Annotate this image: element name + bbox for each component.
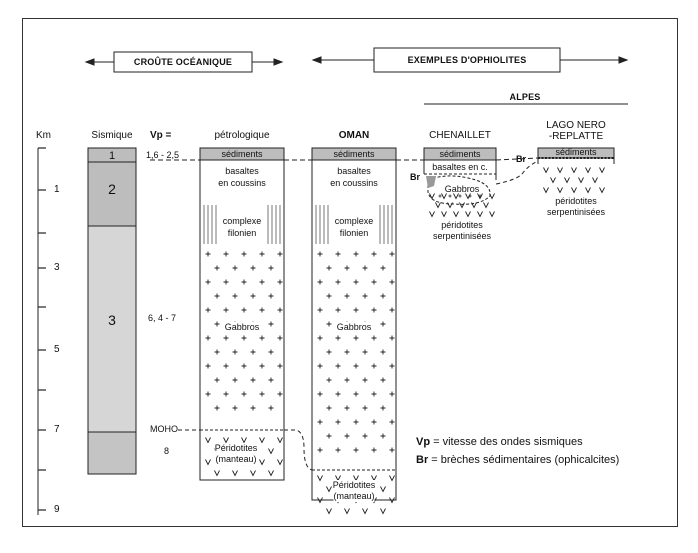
oman-sediment-band [311, 147, 397, 161]
chenaillet-breccia-patch [426, 176, 436, 188]
oman-peridotites-label: Péridotites [332, 480, 376, 491]
chenaillet-serp-label-2: serpentinisées [432, 231, 492, 241]
petro-peridotites-label: Péridotites [214, 443, 258, 454]
vp-layer1-value: 1,6 - 2,5 [146, 150, 180, 160]
oman-dykes-label-1: complexe [334, 216, 374, 226]
ophiolite-arrowhead-right [618, 56, 629, 64]
lago-nero-header-2: -REPLATTE [548, 131, 604, 142]
chenaillet-gabbro-lens [427, 175, 491, 205]
seismic-header: Sismique [91, 130, 133, 141]
seismic-layer-3-label: 3 [108, 312, 116, 328]
oceanic-arrowhead-left [84, 58, 95, 66]
chenaillet-br-label: Br [410, 172, 421, 182]
petro-basalts-label-2: en coussins [218, 178, 266, 188]
seismic-layer-2-label: 2 [108, 181, 116, 197]
petro-dykes-label-2: filonien [227, 228, 257, 238]
depth-label-3: 3 [54, 262, 60, 273]
depth-major-ticks [38, 147, 46, 511]
oman-header: OMAN [338, 130, 370, 141]
petro-dyke-hatch [203, 205, 281, 244]
chenaillet-peridotite-pattern [429, 193, 495, 218]
ophiolite-arrowhead-left [311, 56, 322, 64]
legend-br-text: = brèches sédimentaires (ophicalcites) [428, 454, 620, 466]
lago-serp-label-1: péridotites [555, 196, 597, 206]
diagram-frame [22, 18, 678, 527]
petro-sediment-band [199, 147, 285, 161]
oman-gabbro-pattern [317, 251, 395, 453]
petro-sediments-label: sédiments [221, 149, 263, 159]
legend-vp-text: = vitesse des ondes sismiques [430, 436, 583, 448]
vp-mantle-value: 8 [164, 446, 170, 456]
moho-label: MOHO [150, 424, 178, 434]
oman-dyke-hatch [315, 205, 393, 244]
oman-gabbros-label: Gabbros [334, 322, 374, 333]
seismic-layer-mantle [87, 431, 137, 475]
sediment-correlation-line [150, 157, 539, 161]
chenaillet-column-sides [423, 148, 497, 180]
chenaillet-basalts-label: basaltes en c. [432, 162, 488, 172]
oman-sediments-label: sédiments [333, 149, 375, 159]
lago-sediments-label: sédiments [555, 147, 597, 157]
km-header: Km [36, 130, 51, 141]
oman-basalts-label-1: basaltes [337, 166, 371, 176]
petro-dykes-label-1: complexe [222, 216, 262, 226]
oceanic-crust-box [113, 51, 253, 73]
vp-layer3-value: 6, 4 - 7 [148, 313, 177, 323]
depth-label-5: 5 [54, 344, 60, 355]
lago-br-label: Br [516, 154, 527, 164]
depth-label-7: 7 [54, 424, 60, 435]
lago-serp-label-2: serpentinisées [546, 207, 606, 217]
lago-nero-header-1: LAGO NERO [546, 120, 606, 131]
oceanic-arrowhead-right [273, 58, 284, 66]
petro-mantle-label: (manteau) [215, 454, 257, 465]
legend-br: Br = brèches sédimentaires (ophicalcites… [416, 455, 619, 466]
lago-peridotite-pattern [543, 167, 605, 194]
oman-basalts-label-2: en coussins [330, 178, 378, 188]
legend-vp-key: Vp [416, 436, 431, 448]
legend-vp: Vp = vitesse des ondes sismiques [416, 437, 583, 448]
chenaillet-sediments-label: sédiments [439, 149, 481, 159]
depth-label-1: 1 [54, 184, 60, 195]
petro-gabbros-label: Gabbros [222, 322, 262, 333]
seismic-layer-1-label: 1 [108, 150, 116, 162]
legend-br-key: Br [416, 454, 429, 466]
oceanic-crust-label: CROÛTE OCÉANIQUE [133, 57, 233, 67]
chenaillet-br-tie [495, 161, 537, 185]
alps-label: ALPES [509, 92, 541, 102]
petro-basalts-label-1: basaltes [225, 166, 259, 176]
depth-label-9: 9 [54, 504, 60, 515]
seismic-layer-2 [87, 161, 137, 227]
moho-correlation-line [178, 429, 313, 471]
oman-dykes-label-2: filonien [339, 228, 369, 238]
ophiolite-examples-box [373, 47, 561, 73]
oman-mantle-label: (manteau) [333, 491, 375, 502]
ophiolite-examples-label: EXEMPLES D'OPHIOLITES [407, 55, 527, 65]
vp-header: Vp = [150, 130, 172, 141]
chenaillet-gabbro-pattern [438, 194, 482, 198]
chenaillet-serp-label-1: péridotites [441, 220, 483, 230]
petrologic-header: pétrologique [214, 130, 270, 141]
lago-column-sides [537, 148, 615, 164]
chenaillet-gabbros-label: Gabbros [444, 184, 480, 194]
chenaillet-header: CHENAILLET [429, 130, 491, 141]
seismic-layer-3 [87, 225, 137, 433]
